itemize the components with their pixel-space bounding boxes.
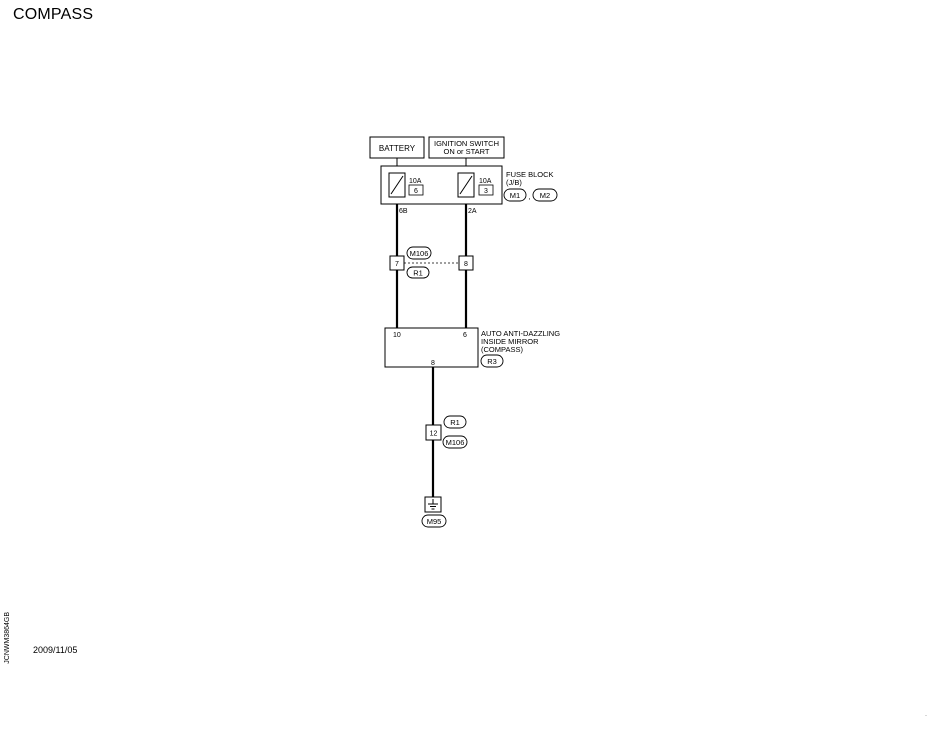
fuse-block-component[interactable]: 10A 6 10A 3 bbox=[380, 165, 503, 205]
junction-connector-m106-label: M106 bbox=[410, 249, 429, 258]
fuse-block-connector-m2[interactable]: M2 bbox=[532, 188, 558, 202]
fuse-right-rating: 10A bbox=[479, 178, 492, 185]
junction-connector-ground[interactable]: 12 bbox=[425, 424, 442, 441]
document-date: 2009/11/05 bbox=[33, 645, 78, 655]
ignition-switch-component[interactable]: IGNITION SWITCH ON or START bbox=[428, 136, 505, 159]
fuse-block-connector-m1[interactable]: M1 bbox=[503, 188, 527, 202]
ignition-switch-label-line1: IGNITION SWITCH bbox=[434, 139, 499, 148]
junction-connector-m106[interactable]: M106 bbox=[406, 246, 432, 260]
ground-junction-connector-m106-label: M106 bbox=[446, 438, 465, 447]
battery-label: BATTERY bbox=[379, 144, 416, 153]
ground-connector-m95-label: M95 bbox=[427, 517, 442, 526]
junction-pin-left: 7 bbox=[395, 261, 399, 268]
mirror-connector-r3[interactable]: R3 bbox=[480, 354, 504, 368]
ground-connector-m95[interactable]: M95 bbox=[421, 514, 447, 528]
fuse-right: 10A 3 bbox=[457, 172, 494, 198]
ground-junction-connector-m106[interactable]: M106 bbox=[442, 435, 468, 449]
mirror-pin-left: 10 bbox=[393, 332, 401, 339]
junction-connector-top[interactable]: 7 8 bbox=[389, 255, 474, 271]
ground-junction-pin: 12 bbox=[430, 431, 438, 438]
fuse-left-number: 6 bbox=[414, 188, 418, 195]
junction-connector-r1-label: R1 bbox=[413, 269, 423, 278]
mirror-pin-bottom: 8 bbox=[431, 360, 435, 367]
mirror-label-line2: INSIDE MIRROR bbox=[481, 337, 539, 346]
fuse-left-terminal: 6B bbox=[399, 208, 408, 215]
corner-mark: - bbox=[925, 713, 927, 719]
mirror-label-line1: AUTO ANTI-DAZZLING bbox=[481, 329, 560, 338]
junction-connector-r1[interactable]: R1 bbox=[406, 266, 430, 279]
ground-symbol-icon bbox=[424, 496, 442, 513]
fuse-left-rating: 10A bbox=[409, 178, 422, 185]
mirror-pin-right: 6 bbox=[463, 332, 467, 339]
fuse-left: 10A 6 bbox=[388, 172, 424, 198]
battery-component[interactable]: BATTERY bbox=[369, 136, 425, 159]
fuse-right-number: 3 bbox=[484, 188, 488, 195]
inside-mirror-component[interactable]: 10 6 8 bbox=[384, 327, 479, 368]
fuse-block-label-line2: (J/B) bbox=[506, 178, 522, 187]
mirror-label-line3: (COMPASS) bbox=[481, 345, 523, 354]
ignition-switch-label-line2: ON or START bbox=[444, 147, 490, 156]
ground-junction-connector-r1[interactable]: R1 bbox=[443, 415, 467, 429]
mirror-connector-r3-label: R3 bbox=[487, 357, 497, 366]
ground-junction-connector-r1-label: R1 bbox=[450, 418, 460, 427]
fuse-block-label-line1: FUSE BLOCK bbox=[506, 170, 554, 179]
page-title: COMPASS bbox=[13, 6, 94, 23]
fuse-right-terminal: 2A bbox=[468, 208, 477, 215]
document-code: JCNWM3864GB bbox=[4, 612, 11, 664]
fuse-block-connector-separator: , bbox=[529, 192, 531, 201]
fuse-block-connector-m2-label: M2 bbox=[540, 191, 550, 200]
junction-pin-right: 8 bbox=[464, 261, 468, 268]
fuse-block-connector-m1-label: M1 bbox=[510, 191, 520, 200]
